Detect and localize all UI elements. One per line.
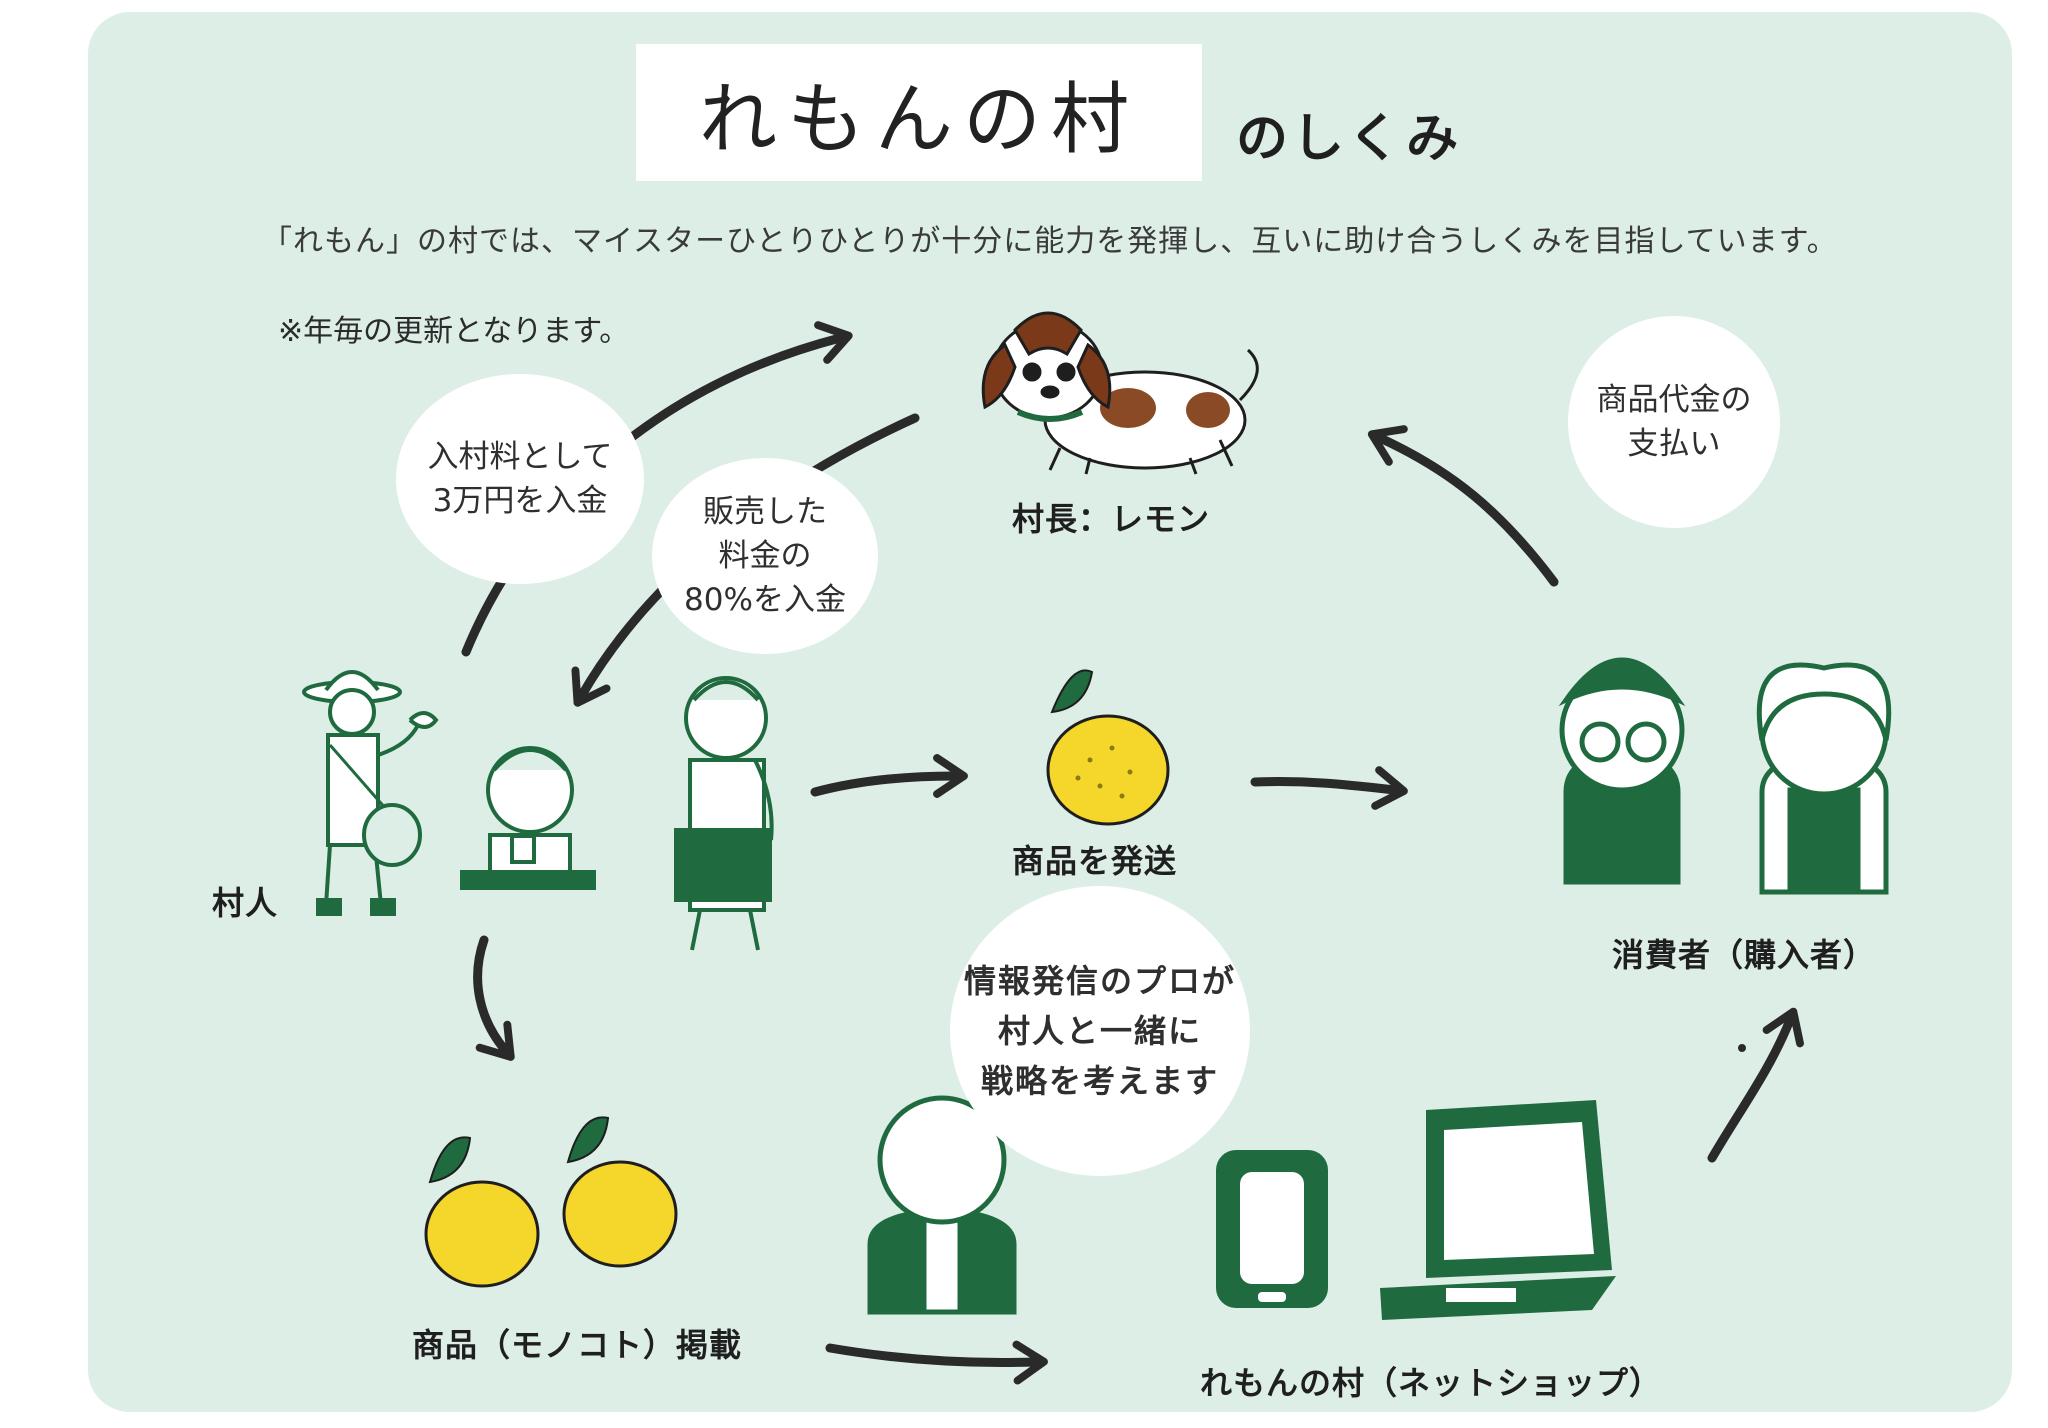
old-man-icon: [867, 1095, 1017, 1315]
small-dot: [1738, 1044, 1746, 1052]
smartphone-icon: [1216, 1150, 1328, 1308]
girl-icon: [1756, 662, 1892, 895]
title-box: れもんの村: [636, 44, 1202, 181]
dog-icon: [981, 311, 1259, 475]
arrow-listing-to-shop: [825, 1340, 1048, 1385]
arrow-villagers-to-ship: [810, 754, 968, 798]
woman-apron-icon: [674, 676, 774, 951]
payment-text: 商品代金の 支払い: [1596, 382, 1752, 462]
boy-glasses-icon: [1558, 657, 1686, 885]
bubble-payment: 商品代金の 支払い: [1568, 316, 1780, 528]
sales-share-text: 販売した 料金の 80%を入金: [684, 494, 846, 618]
bubble-sales-share: 販売した 料金の 80%を入金: [652, 458, 878, 654]
lemon-icon: [1046, 669, 1170, 826]
page-title: れもんの村: [698, 74, 1139, 165]
listing-label: 商品（モノコト）掲載: [412, 1326, 743, 1364]
bubble-entry-fee: 入村料として 3万円を入金: [396, 374, 644, 584]
arrow-consumer-to-chief: [1367, 425, 1559, 587]
farmer-icon: [302, 670, 439, 916]
page-subtitle: のしくみ: [1236, 109, 1463, 169]
diagram-panel: [88, 12, 2012, 1412]
intro-text: 「れもん」の村では、マイスターひとりひとりが十分に能力を発揮し、互いに助け合うし…: [262, 224, 1838, 259]
arrow-villagers-to-listing: [473, 935, 515, 1061]
arrow-shop-to-consumer: [1707, 1007, 1804, 1163]
renewal-note: ※年毎の更新となります。: [278, 314, 630, 349]
consumers-label: 消費者（購入者）: [1612, 936, 1877, 974]
child-icon: [460, 746, 596, 890]
entry-fee-text: 入村料として 3万円を入金: [427, 439, 613, 519]
shop-label: れもんの村（ネットショップ）: [1200, 1364, 1663, 1402]
info-pro-text: 情報発信のプロが 村人と一緒に 戦略を考えます: [963, 962, 1236, 1100]
laptop-icon: [1380, 1100, 1616, 1320]
bubble-info-pro: 情報発信のプロが 村人と一緒に 戦略を考えます: [950, 886, 1250, 1176]
chief-label: 村長：レモン: [1012, 500, 1211, 538]
arrow-ship-to-consumer: [1250, 766, 1408, 810]
ship-label: 商品を発送: [1012, 842, 1178, 880]
villagers-label: 村人: [212, 884, 279, 922]
lemon-pair-icon: [424, 1116, 678, 1288]
